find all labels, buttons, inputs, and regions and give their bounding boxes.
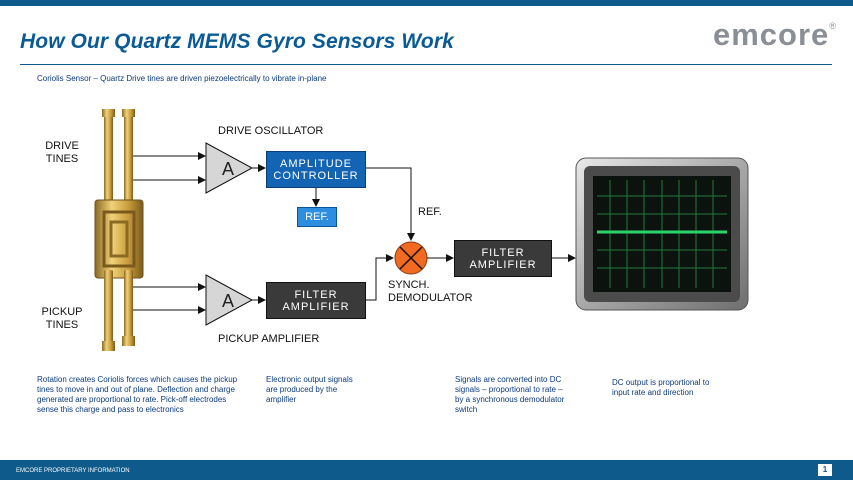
amp-symbol-top: A <box>222 159 234 179</box>
rotation-note: Rotation creates Coriolis forces which c… <box>37 375 238 414</box>
pickup-amplifier-label: PICKUP AMPLIFIER <box>218 333 320 345</box>
output-filter-amplifier-box: FILTER AMPLIFIER <box>454 240 552 277</box>
ref-box: REF. <box>297 207 337 227</box>
quartz-tines-icon <box>94 109 144 351</box>
filter-to-mixer-line <box>365 254 394 301</box>
page-title: How Our Quartz MEMS Gyro Sensors Work <box>20 30 454 53</box>
synch-demodulator-label: SYNCH. DEMODULATOR <box>388 279 473 304</box>
drive-oscillator-label: DRIVE OSCILLATOR <box>218 125 324 137</box>
ref-signal-line <box>365 167 415 241</box>
demodulator-note: Signals are converted into DC signals – … <box>455 375 565 414</box>
amplitude-controller-box: AMPLITUDE CONTROLLER <box>266 151 366 188</box>
dc-output-note: DC output is proportional to input rate … <box>612 378 710 397</box>
subtitle: Coriolis Sensor – Quartz Drive tines are… <box>37 74 327 83</box>
mixer-icon <box>394 241 428 275</box>
electronic-output-note: Electronic output signals are produced b… <box>266 375 353 404</box>
pickup-filter-amplifier-box: FILTER AMPLIFIER <box>266 282 366 319</box>
registered-mark: ® <box>829 21 837 31</box>
pickup-amplifier-triangle <box>205 274 254 326</box>
emcore-logo: emcore® <box>713 17 837 53</box>
title-rule <box>20 64 832 65</box>
pickup-tines-label: PICKUP TINES <box>41 306 83 331</box>
logo-text: emcore <box>713 17 830 52</box>
footer-text: EMCORE PROPRIETARY INFORMATION <box>16 468 130 474</box>
amp-symbol-bottom: A <box>222 291 234 311</box>
drive-tines-label: DRIVE TINES <box>45 140 79 165</box>
top-bar <box>0 0 853 6</box>
oscilloscope-icon <box>575 157 749 311</box>
drive-amplifier-triangle <box>205 142 254 194</box>
ref-label: REF. <box>418 206 442 218</box>
page-number: 1 <box>818 464 832 476</box>
footer-bar <box>0 460 853 480</box>
